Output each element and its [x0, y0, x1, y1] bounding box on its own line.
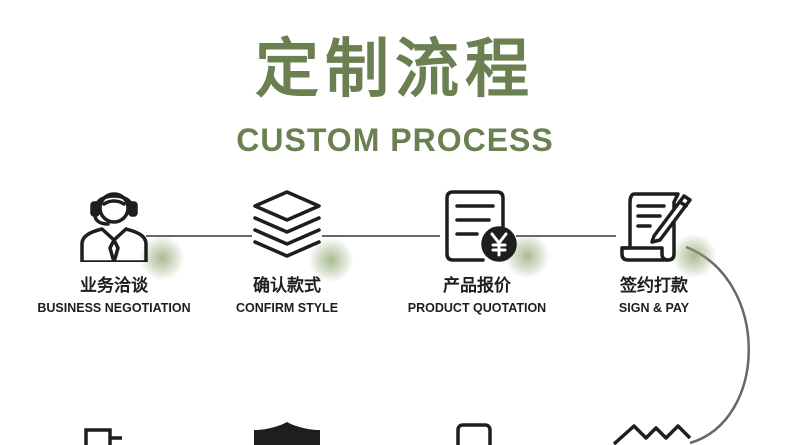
step-label-en: CONFIRM STYLE	[235, 301, 339, 315]
contract-pen-icon	[620, 192, 692, 262]
layers-stack-icon	[253, 190, 321, 258]
step-label-cn: 确认款式	[253, 276, 321, 296]
next-step-icon-4	[612, 424, 692, 445]
page-title: 定制流程	[255, 33, 535, 107]
page-subtitle: CUSTOM PROCESS	[236, 122, 554, 158]
customer-service-headset-icon	[80, 192, 148, 262]
next-step-icon-1	[84, 428, 122, 445]
step-label-en: PRODUCT QUOTATION	[407, 301, 547, 315]
next-step-icon-2	[254, 422, 320, 445]
document-yen-quote-icon	[445, 190, 517, 262]
next-step-icon-3	[456, 423, 492, 445]
step-label-cn: 签约打款	[620, 276, 688, 296]
step-label-cn: 产品报价	[443, 276, 511, 296]
step-label-cn: 业务洽谈	[80, 276, 148, 296]
step-label-en: SIGN & PAY	[618, 301, 690, 315]
step-label-en: BUSINESS NEGOTIATION	[37, 301, 191, 315]
